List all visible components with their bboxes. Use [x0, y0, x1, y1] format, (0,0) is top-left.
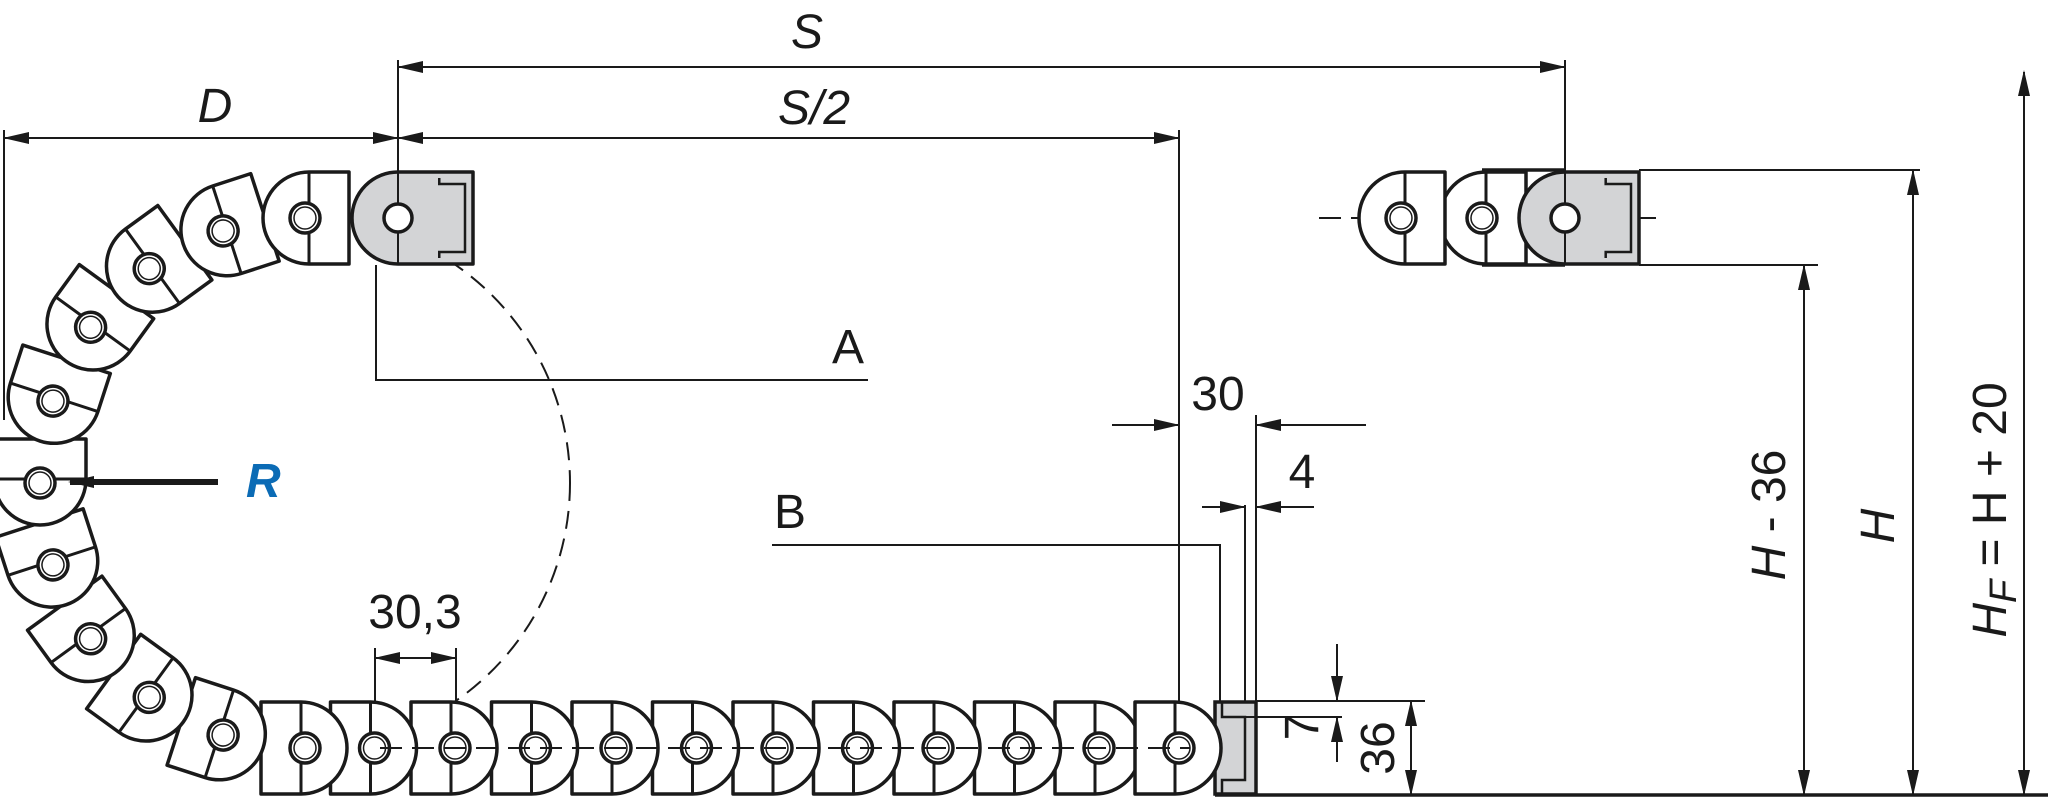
label-hf-var: H	[1964, 603, 2017, 638]
label-pitch: 30,3	[368, 586, 461, 639]
drag-chain	[0, 168, 1656, 796]
dimension-4: 4	[1202, 446, 1315, 702]
dimension-h: H	[1639, 169, 1920, 796]
chain-link	[0, 507, 100, 609]
chain-link	[1357, 170, 1447, 266]
chain-link	[261, 170, 351, 266]
label-hf-sub: F	[1983, 578, 2025, 603]
leader-line	[772, 544, 1221, 702]
dimension-d: D	[3, 80, 399, 420]
mounting-bracket	[350, 170, 475, 266]
label-d: D	[198, 80, 233, 133]
callout-a: A	[375, 265, 868, 381]
chain-link	[1133, 700, 1223, 796]
chain-link	[811, 700, 902, 796]
leader-line	[375, 265, 868, 381]
label-h-var: H	[1743, 545, 1796, 580]
label-minus-36: - 36	[1743, 450, 1796, 546]
dimension-half-stroke: S/2	[397, 82, 1180, 702]
chain-link	[328, 700, 419, 796]
label-hf-rest: = H + 20	[1964, 382, 2017, 579]
label-s: S	[791, 6, 823, 59]
chain-link	[25, 574, 136, 684]
label-h: H	[1852, 508, 1905, 543]
label-b: B	[774, 486, 806, 539]
label-30: 30	[1191, 368, 1244, 421]
dimension-hf: HF = H + 20	[1964, 70, 2030, 796]
callout-b: B	[772, 486, 1221, 702]
chain-link	[179, 171, 281, 278]
label-4: 4	[1289, 446, 1316, 499]
dimension-s: S	[397, 6, 1566, 172]
chain-link	[1438, 170, 1528, 266]
dimension-pitch: 30,3	[368, 586, 462, 702]
chain-link	[489, 700, 580, 796]
label-r: R	[246, 455, 281, 508]
chain-link	[259, 700, 349, 796]
chain-link	[45, 262, 156, 372]
label-hf: HF = H + 20	[1964, 382, 2025, 637]
chain-link	[84, 632, 194, 743]
pin-hole	[382, 202, 414, 234]
label-36: 36	[1352, 721, 1405, 774]
mounting-bracket	[1517, 170, 1641, 266]
label-7: 7	[1276, 714, 1329, 741]
dimension-36: 36	[1352, 700, 1417, 796]
label-a: A	[832, 321, 864, 374]
chain-link	[972, 700, 1063, 796]
dimension-30: 30	[1112, 368, 1366, 702]
chain-link	[104, 203, 214, 314]
dimension-h-minus-36: H - 36	[1639, 264, 1818, 796]
label-h-minus-36: H - 36	[1743, 450, 1796, 581]
dimension-7: 7	[1245, 644, 1425, 762]
label-half-stroke: S/2	[778, 82, 850, 135]
chain-link	[650, 700, 741, 796]
pin-hole	[1549, 202, 1581, 234]
bend-radius-callout: R	[68, 455, 281, 508]
